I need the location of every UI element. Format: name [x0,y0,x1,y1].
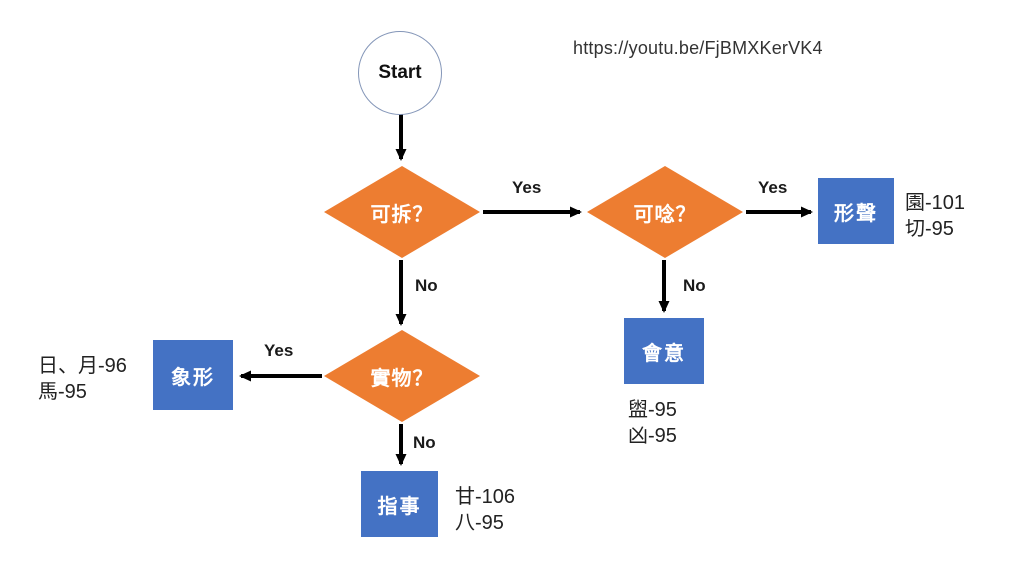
decision-object-label: 實物？ [370,367,434,390]
result-indicative-node: 指事 [361,471,438,537]
edge-label-split-no: No [415,276,438,295]
edge-label-object-yes: Yes [264,341,294,360]
start-node: Start [358,31,442,115]
edge-label-pronounce-no: No [683,276,706,295]
edge-label-object-no: No [413,433,436,452]
phono-semantic-examples: 園-101 切-95 [905,192,966,241]
edge-label-pronounce-yes: Yes [758,178,788,197]
pictogram-examples: 日、月-96 馬-95 [38,355,127,404]
compound-ideograph-examples: 盥-95 凶-95 [628,399,677,448]
decision-split-node: 可拆？ [324,166,480,258]
video-url: https://youtu.be/FjBMXKerVK4 [573,38,823,58]
indicative-examples: 甘-106 八-95 [455,486,516,535]
result-pictogram-label: 象形 [171,366,215,389]
decision-object-node: 實物？ [324,330,480,422]
result-indicative-label: 指事 [377,495,422,518]
result-phono-semantic-node: 形聲 [818,178,894,244]
edge-label-split-yes: Yes [512,178,542,197]
start-node-label: Start [378,62,422,83]
result-phono-semantic-label: 形聲 [834,202,878,225]
result-pictogram-node: 象形 [153,340,233,410]
result-compound-ideograph-label: 會意 [642,342,686,365]
result-compound-ideograph-node: 會意 [624,318,704,384]
decision-pronounce-node: 可唸？ [587,166,743,258]
decision-split-label: 可拆？ [370,203,434,226]
decision-pronounce-label: 可唸？ [633,203,697,226]
